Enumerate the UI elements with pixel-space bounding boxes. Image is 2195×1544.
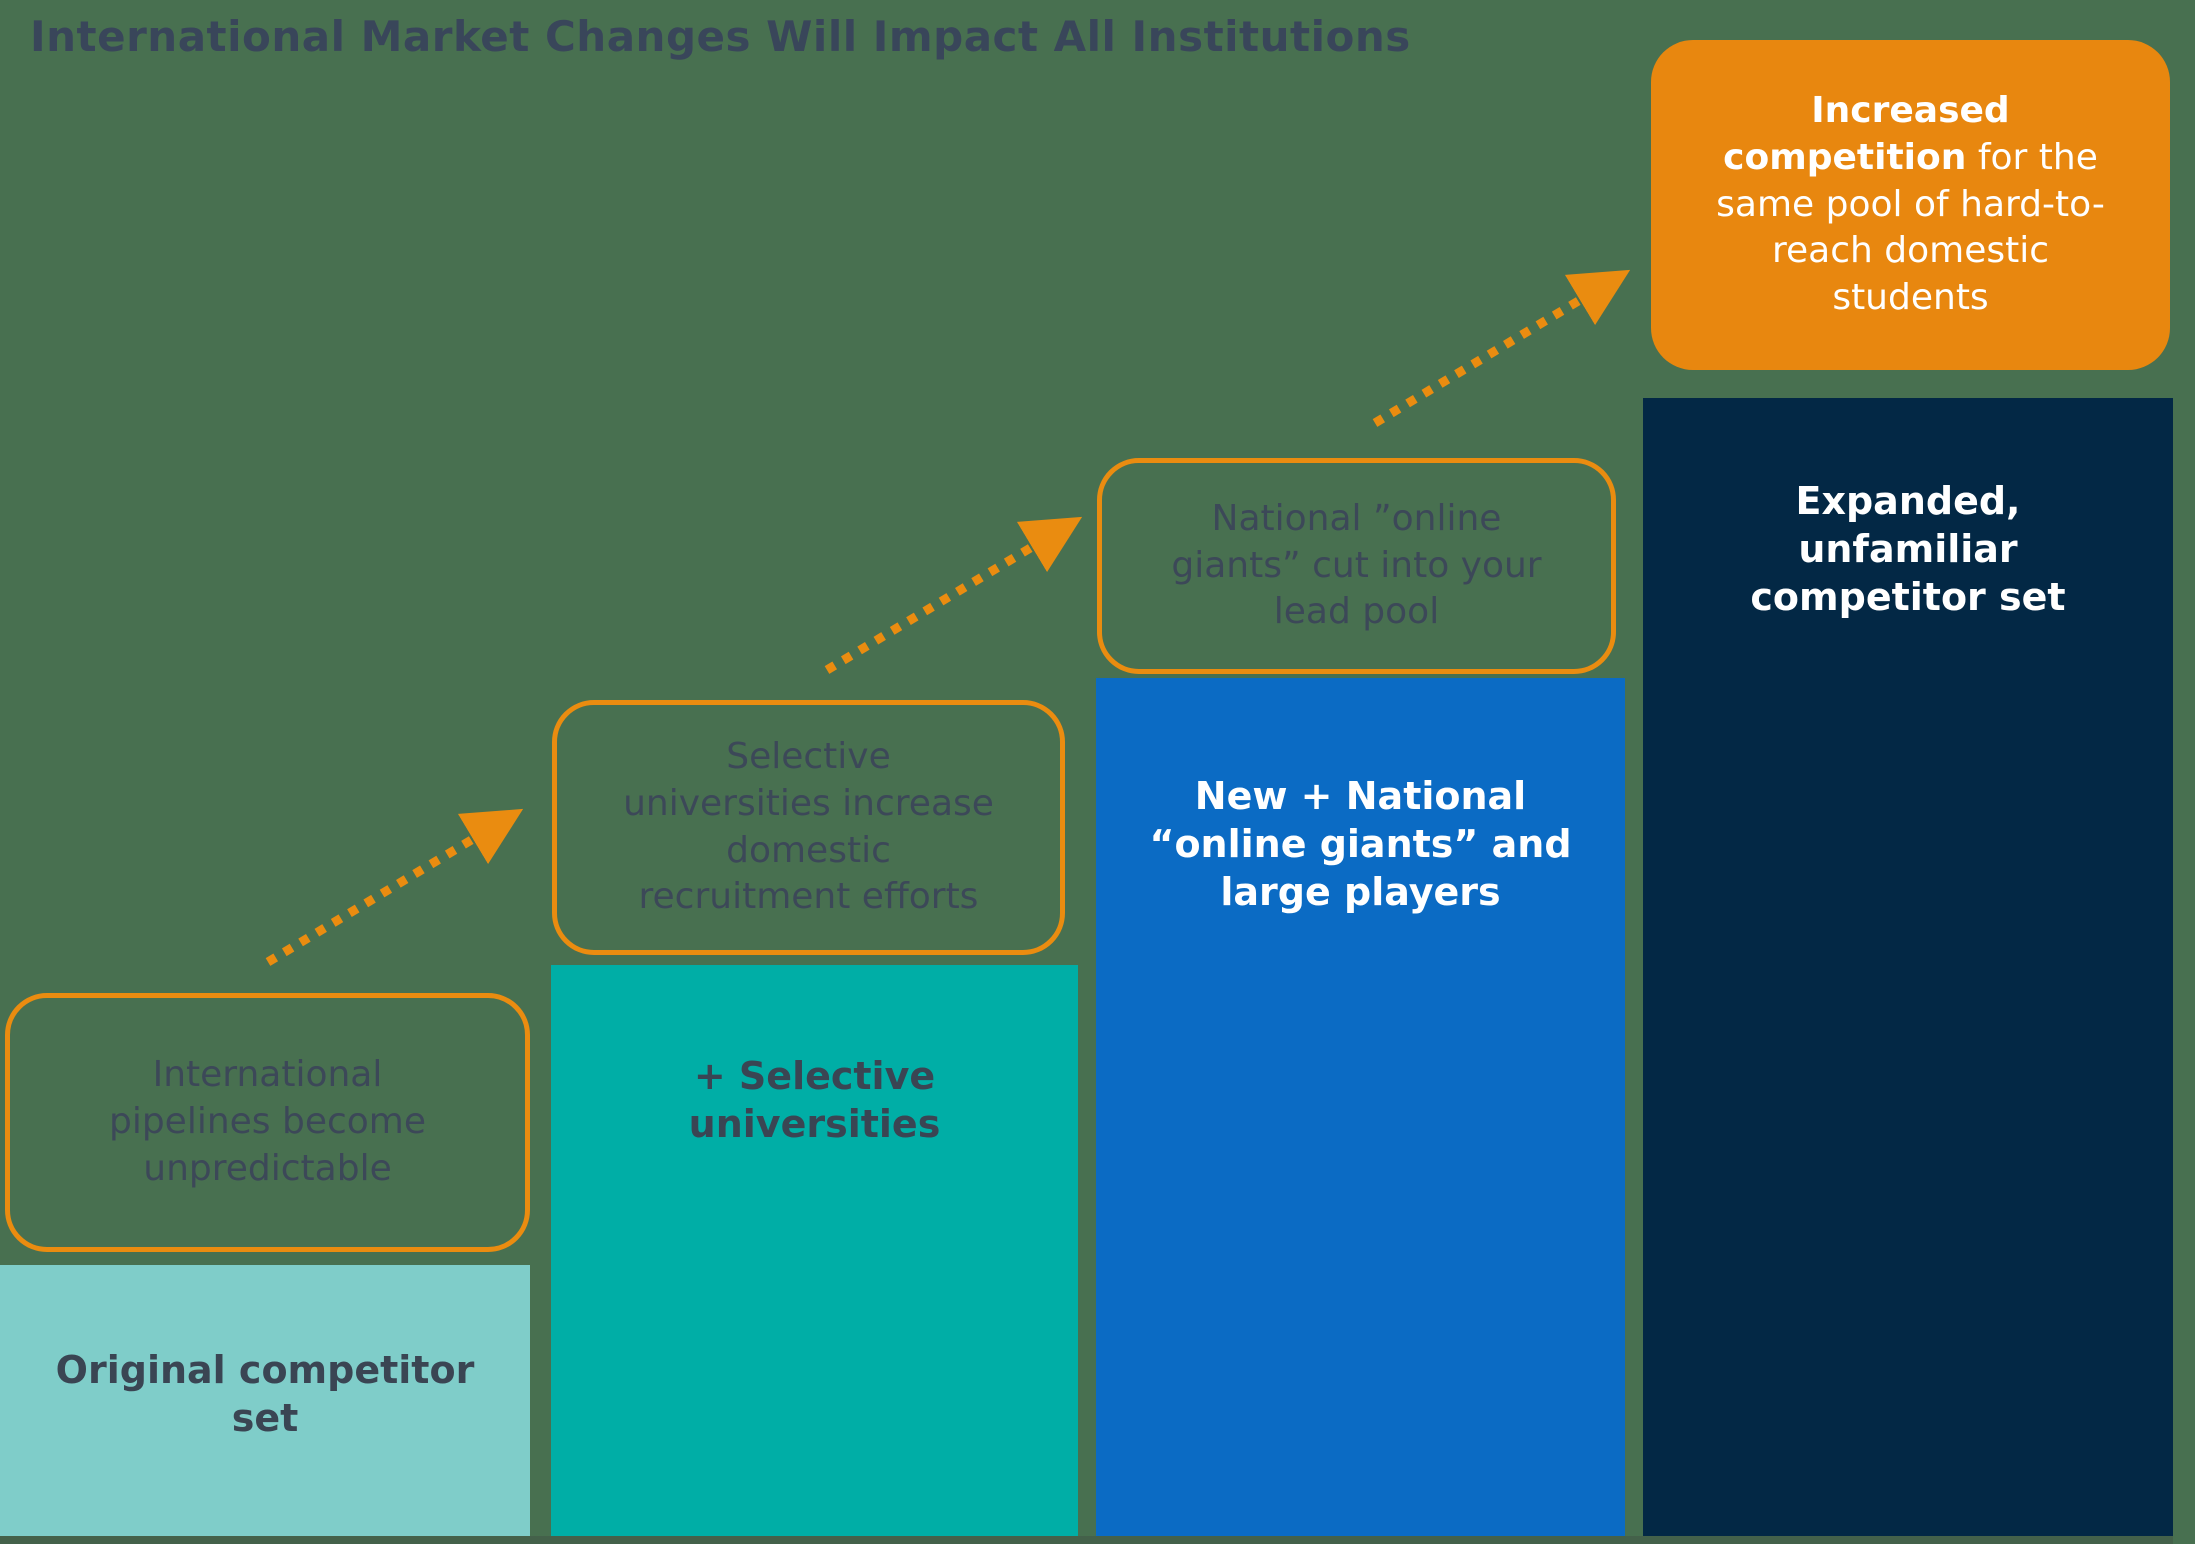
- callout-international-pipelines: International pipelines become unpredict…: [5, 993, 530, 1252]
- callout-text: International pipelines become unpredict…: [108, 1054, 427, 1189]
- callout-text-bold: Increased competition: [1723, 90, 2010, 178]
- callout-text: Increased competition for the same pool …: [1703, 88, 2118, 322]
- callout-text: Selective universities increase domestic…: [623, 735, 994, 918]
- bar-new-national-online-giants: New + National “online giants” and large…: [1096, 678, 1625, 1536]
- bar-plus-selective-universities: + Selective universities: [551, 965, 1078, 1536]
- baseline-strip: [0, 1536, 2173, 1544]
- dotted-arrow-1: [265, 808, 524, 966]
- dotted-arrow-3: [1372, 269, 1631, 427]
- slide-title: International Market Changes Will Impact…: [30, 12, 1411, 61]
- dotted-arrow-2: [824, 516, 1083, 674]
- callout-national-online-giants-cut: National ”online giants” cut into your l…: [1097, 458, 1616, 674]
- callout-increased-competition: Increased competition for the same pool …: [1651, 40, 2170, 370]
- bar-label: New + National “online giants” and large…: [1149, 774, 1572, 914]
- bar-label: Original competitor set: [55, 1348, 475, 1440]
- bar-label: Expanded, unfamiliar competitor set: [1750, 479, 2066, 619]
- bar-original-competitor-set: Original competitor set: [0, 1265, 530, 1536]
- bar-expanded-unfamiliar-competitor-set: Expanded, unfamiliar competitor set: [1643, 398, 2173, 1536]
- callout-text: National ”online giants” cut into your l…: [1171, 497, 1542, 633]
- callout-text-rest: for the same pool of hard-to-reach domes…: [1716, 136, 2105, 319]
- bar-label: + Selective universities: [688, 1054, 941, 1146]
- callout-selective-universities-increase: Selective universities increase domestic…: [552, 700, 1065, 955]
